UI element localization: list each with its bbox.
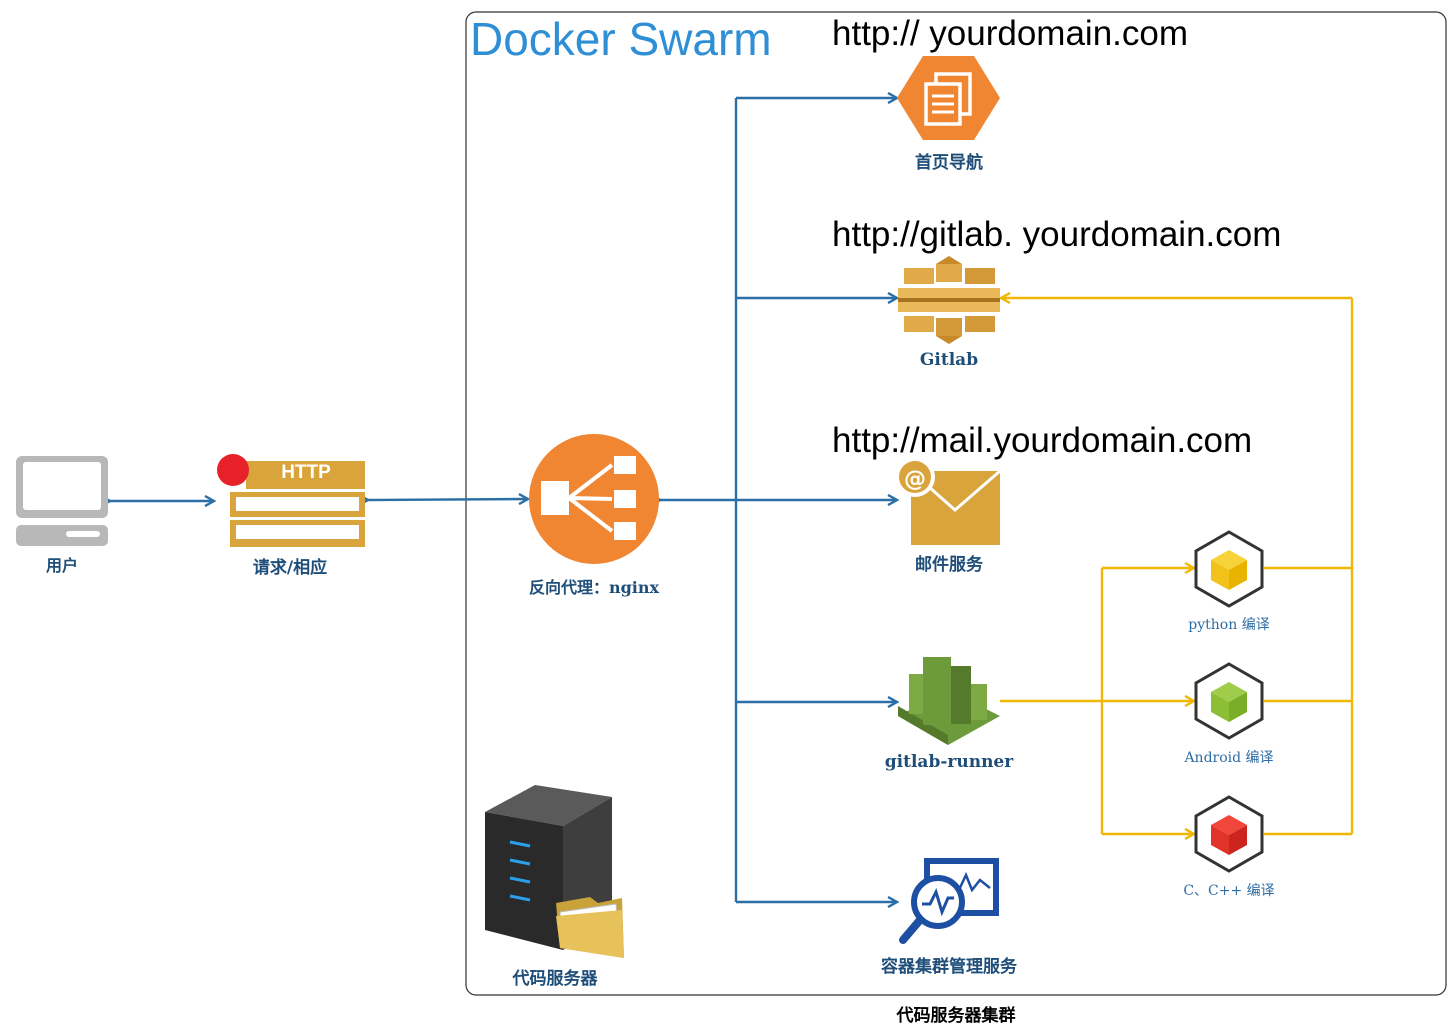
url-mail: http://mail.yourdomain.com [832, 421, 1253, 460]
cpp-compile-label: C、C++ 编译 [1183, 883, 1275, 899]
at-sign-icon [899, 461, 931, 493]
http-badge-label: HTTP [281, 462, 331, 483]
android-compile-label: Android 编译 [1184, 750, 1274, 766]
monitor-magnifier-icon[interactable] [899, 858, 999, 944]
arrow-request-nginx [368, 499, 528, 500]
home-label: 首页导航 [915, 153, 983, 173]
folder-icon [556, 897, 624, 958]
blue-connectors [110, 98, 897, 902]
url-home: http:// yourdomain.com [832, 14, 1188, 53]
cluster-caption: 代码服务器集群 [896, 1006, 1016, 1026]
python-compile-label: python 编译 [1188, 617, 1270, 633]
document-hexagon-icon[interactable] [897, 56, 1000, 140]
yellow-connectors [1000, 298, 1354, 834]
runner-label: gitlab-runner [884, 752, 1014, 772]
svg-text:@: @ [904, 467, 926, 492]
url-gitlab: http://gitlab. yourdomain.com [832, 215, 1282, 254]
nginx-label: 反向代理：nginx [528, 578, 660, 597]
user-label: 用户 [45, 556, 78, 575]
python-compile-icon[interactable] [1194, 530, 1264, 608]
computer-icon[interactable] [16, 456, 108, 546]
gitlab-icon[interactable] [898, 256, 1000, 344]
request-label: 请求/相应 [252, 558, 328, 578]
http-request-icon[interactable] [217, 454, 365, 547]
cpp-compile-icon[interactable] [1194, 795, 1264, 873]
load-balancer-icon[interactable] [529, 434, 659, 564]
swarm-title: Docker Swarm [470, 13, 772, 65]
monitor-label: 容器集群管理服务 [881, 957, 1017, 977]
mail-icon[interactable]: @ [895, 457, 1001, 545]
android-compile-icon[interactable] [1194, 662, 1264, 740]
status-dot-icon [217, 454, 249, 486]
server-icon[interactable] [485, 785, 624, 958]
runner-icon[interactable] [898, 657, 1000, 745]
mail-label: 邮件服务 [915, 555, 983, 575]
code-server-label: 代码服务器 [512, 969, 598, 989]
gitlab-label: Gitlab [919, 350, 979, 370]
